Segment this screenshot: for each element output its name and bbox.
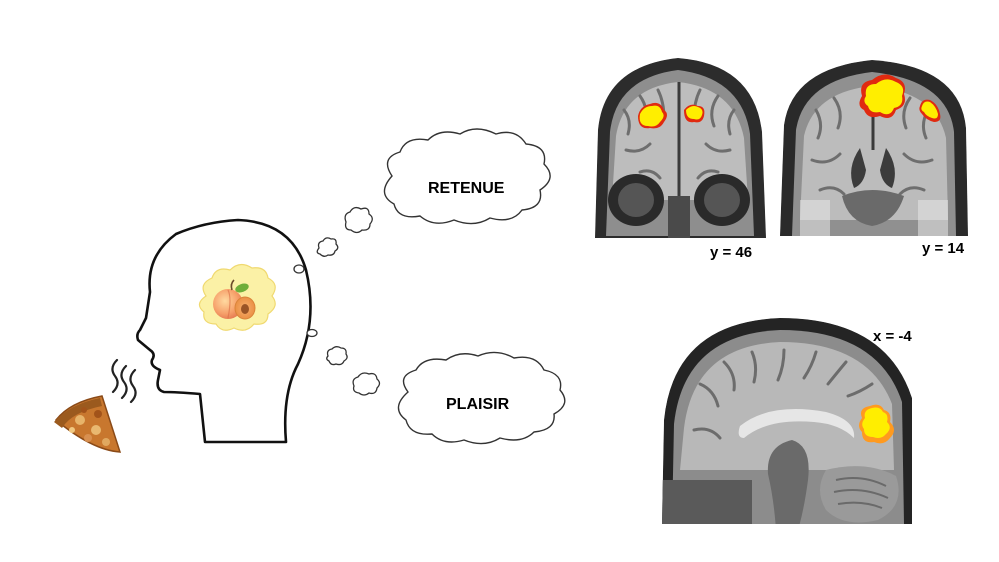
- mri-coronal-y14: [780, 58, 970, 238]
- peach-thought: [198, 263, 276, 331]
- coordinate-label-x-4: x = -4: [873, 328, 912, 345]
- mri-coronal-y46: [594, 56, 768, 240]
- mri-sagittal-x-4: [662, 318, 912, 524]
- head-outline: [136, 218, 312, 444]
- thought-chain-bottom: [306, 328, 381, 396]
- thought-chain-top: [293, 206, 373, 274]
- thought-cloud-plaisir: [397, 351, 566, 445]
- thought-cloud-retenue: [383, 128, 551, 225]
- plaisir-label: PLAISIR: [446, 396, 510, 413]
- head-profile: [136, 218, 312, 444]
- peach-icon: [213, 279, 256, 320]
- coordinate-label-y14: y = 14: [922, 240, 965, 257]
- coordinate-label-y46: y = 46: [710, 244, 753, 261]
- pizza-slice-icon: [54, 395, 122, 453]
- retenue-label: RETENUE: [428, 180, 505, 197]
- smell-lines-icon: [111, 358, 137, 404]
